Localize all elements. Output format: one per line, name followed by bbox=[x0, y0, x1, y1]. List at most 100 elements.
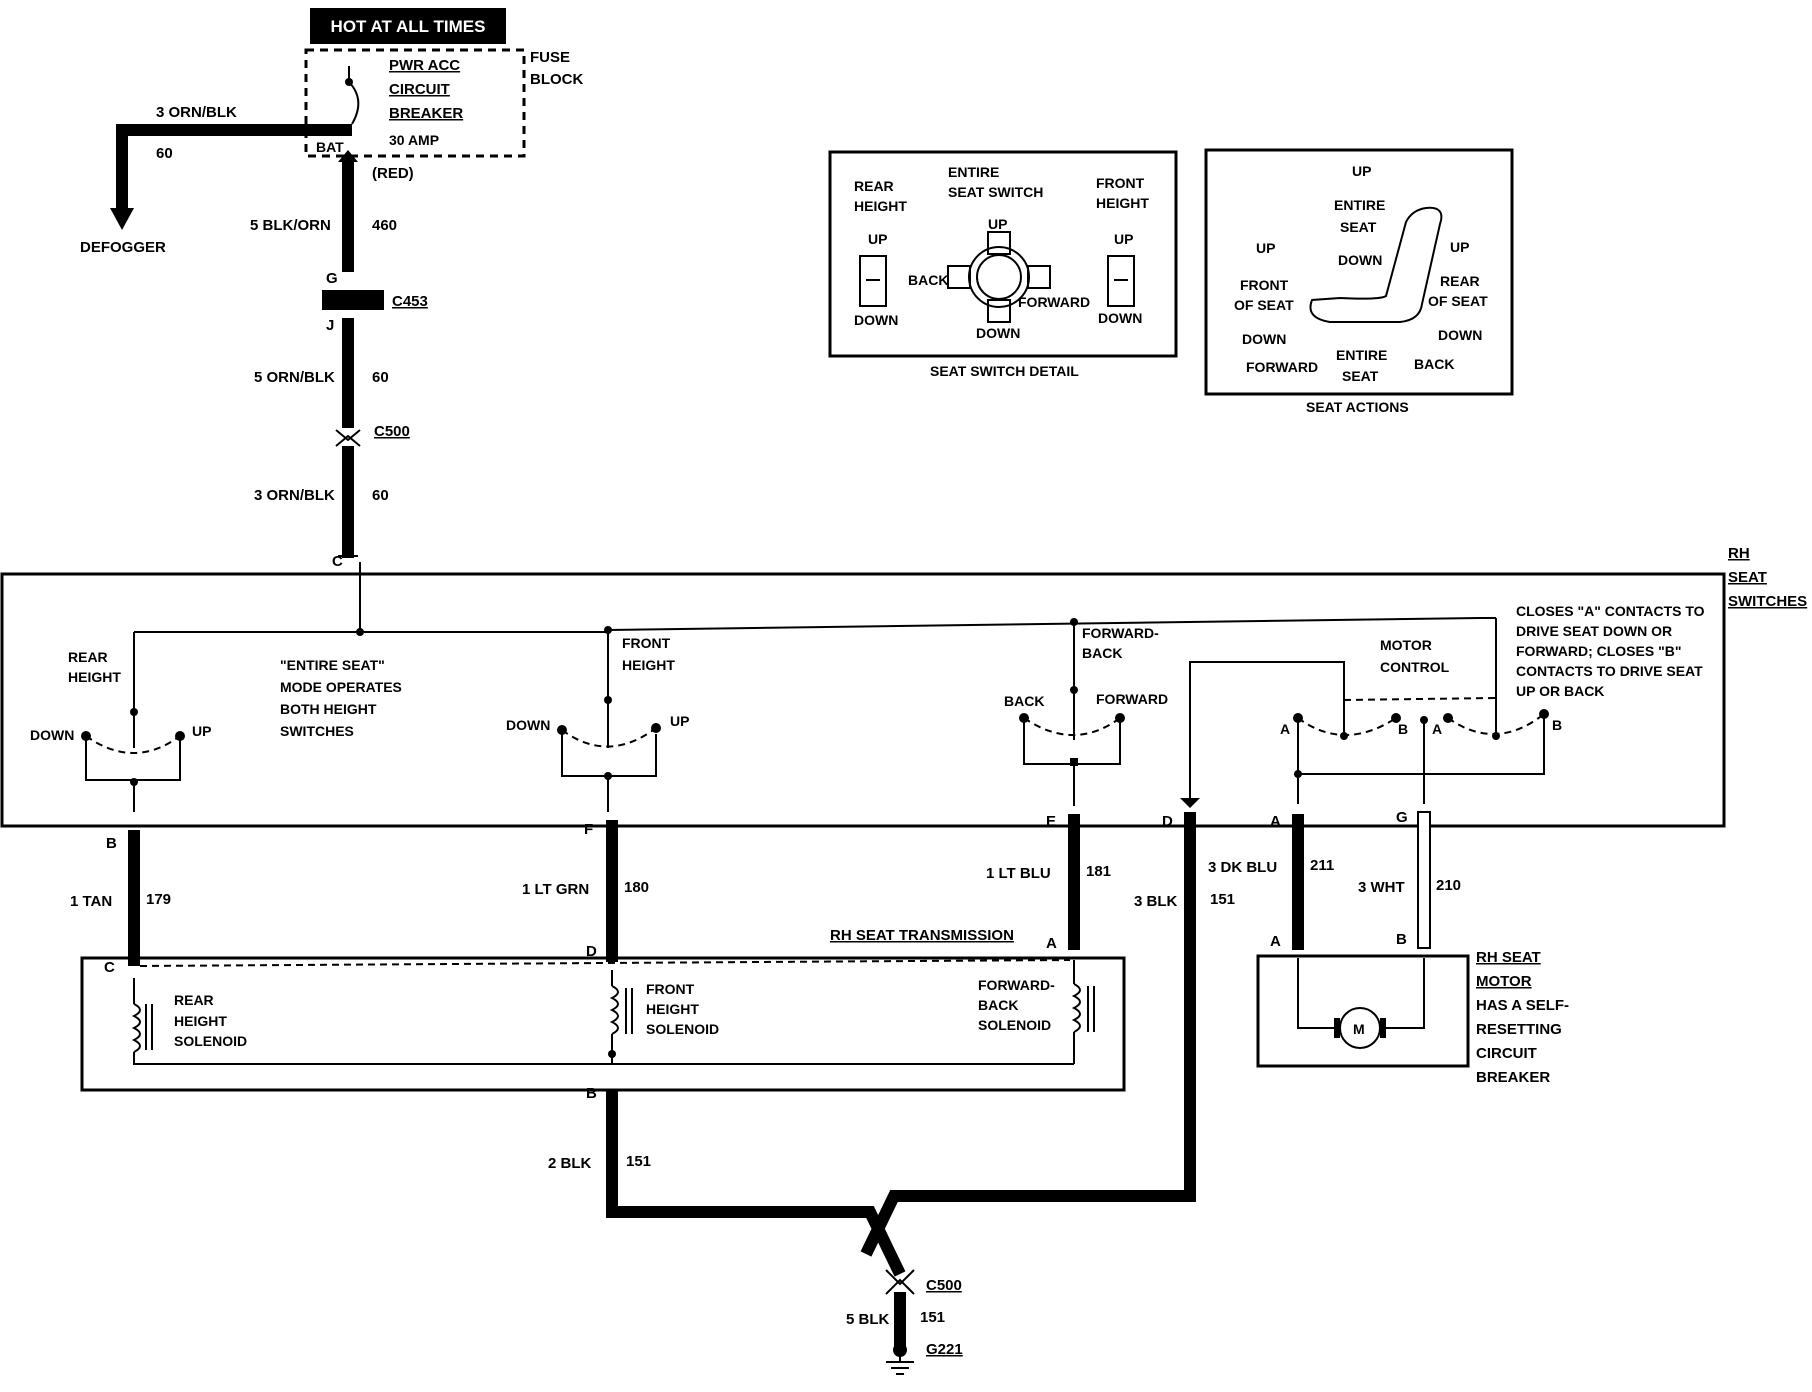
defogger-wire bbox=[116, 124, 352, 208]
rh-seat-transmission: RH SEAT TRANSMISSION C D A REAR HEIGHT S… bbox=[80, 927, 1126, 1102]
closes-note-5: UP OR BACK bbox=[1516, 683, 1604, 699]
wire-dkblu-circuit: 211 bbox=[1310, 857, 1334, 874]
breaker-amp-label: 30 AMP bbox=[389, 132, 439, 148]
c453-connector bbox=[322, 290, 384, 310]
mode-note-4: SWITCHES bbox=[280, 723, 354, 739]
c453-label: C453 bbox=[392, 293, 428, 310]
bat-label: BAT bbox=[316, 139, 344, 155]
breaker-label-2: CIRCUIT bbox=[389, 81, 450, 98]
power-section: HOT AT ALL TIMES FUSE BLOCK PWR ACC CIRC… bbox=[80, 8, 583, 256]
pin-g2-label: G bbox=[1396, 809, 1408, 826]
wire-ltblu-label: 1 LT BLU bbox=[986, 865, 1051, 882]
breaker-element bbox=[348, 81, 360, 125]
detail-rear-down: DOWN bbox=[854, 312, 898, 328]
mode-note-2: MODE OPERATES bbox=[280, 679, 402, 695]
pin-j-label: J bbox=[326, 317, 334, 334]
switches-title-3: SWITCHES bbox=[1728, 593, 1807, 610]
motor-control-label-1: MOTOR bbox=[1380, 637, 1432, 653]
hot-at-all-times-label: HOT AT ALL TIMES bbox=[331, 17, 486, 36]
defogger-arrow bbox=[110, 208, 134, 230]
wire-wht-210 bbox=[1417, 811, 1431, 949]
detail-rear-up: UP bbox=[868, 231, 887, 247]
seat-actions-entire-2: SEAT bbox=[1340, 219, 1377, 235]
front-solenoid-label-1: FRONT bbox=[646, 981, 695, 997]
rear-height-rocker bbox=[859, 255, 887, 307]
mode-note-3: BOTH HEIGHT bbox=[280, 701, 377, 717]
seat-outline-icon bbox=[1309, 206, 1443, 323]
detail-rear-label-2: HEIGHT bbox=[854, 198, 907, 214]
rh-seat-switches: RH SEAT SWITCHES REAR HEIGHT DOWN UP "EN… bbox=[0, 545, 1807, 828]
front-of-seat-down: DOWN bbox=[1242, 331, 1286, 347]
wire-tan-label: 1 TAN bbox=[70, 893, 112, 910]
motor-pin-a: A bbox=[1270, 933, 1281, 950]
motor-note-5: CIRCUIT bbox=[1476, 1045, 1537, 1062]
feed-circuit-1-label: 460 bbox=[372, 217, 397, 234]
front-height-rocker bbox=[1107, 255, 1135, 307]
seat-actions-down: DOWN bbox=[1338, 252, 1382, 268]
switches-title-2: SEAT bbox=[1728, 569, 1767, 586]
fwdback-solenoid-label-3: SOLENOID bbox=[978, 1017, 1051, 1033]
front-height-label-1: FRONT bbox=[622, 635, 671, 651]
ground-wire-1-label: 2 BLK bbox=[548, 1155, 592, 1172]
detail-back: BACK bbox=[908, 272, 948, 288]
feed-wire-2-label: 5 ORN/BLK bbox=[254, 369, 335, 386]
motor-a2-label: A bbox=[1432, 721, 1442, 737]
front-of-seat-up: UP bbox=[1256, 240, 1275, 256]
detail-entire-label-2: SEAT SWITCH bbox=[948, 184, 1043, 200]
front-solenoid-label-3: SOLENOID bbox=[646, 1021, 719, 1037]
transmission-box bbox=[80, 956, 1126, 1092]
closes-note-2: DRIVE SEAT DOWN OR bbox=[1516, 623, 1672, 639]
motor-note-3: HAS A SELF- bbox=[1476, 997, 1569, 1014]
front-solenoid-label-2: HEIGHT bbox=[646, 1001, 699, 1017]
wire-ltgrn-circuit: 180 bbox=[624, 879, 649, 896]
rear-of-seat-down: DOWN bbox=[1438, 327, 1482, 343]
detail-rear-label-1: REAR bbox=[854, 178, 894, 194]
feed-circuit-2-label: 60 bbox=[372, 369, 389, 386]
rear-height-label-2: HEIGHT bbox=[68, 669, 121, 685]
motor-control-label-2: CONTROL bbox=[1380, 659, 1450, 675]
feed-circuit-3-label: 60 bbox=[372, 487, 389, 504]
motor-m-label: M bbox=[1353, 1021, 1365, 1037]
motor-b1-label: B bbox=[1398, 721, 1408, 737]
transmission-title: RH SEAT TRANSMISSION bbox=[830, 927, 1014, 944]
rear-of-seat-label-1: REAR bbox=[1440, 273, 1480, 289]
rh-seat-motor: A B M RH SEAT MOTOR HAS A SELF- RESETTIN… bbox=[1256, 931, 1569, 1086]
seat-actions: UP ENTIRE SEAT DOWN UP FRONT OF SEAT DOW… bbox=[1204, 148, 1514, 415]
rear-solenoid-label-1: REAR bbox=[174, 992, 214, 1008]
motor-note-2: MOTOR bbox=[1476, 973, 1532, 990]
ground-wire-2-label: 5 BLK bbox=[846, 1311, 890, 1328]
feed-wire-section: 5 BLK/ORN 460 G C453 J 5 ORN/BLK 60 C500… bbox=[250, 150, 428, 570]
hot-at-all-times-banner bbox=[310, 8, 506, 44]
wire-tan-circuit: 179 bbox=[146, 891, 171, 908]
ground-section: 2 BLK 151 C500 5 BLK 151 G221 bbox=[548, 1090, 963, 1375]
seat-actions-forward: FORWARD bbox=[1246, 359, 1318, 375]
g221-label: G221 bbox=[926, 1341, 963, 1358]
motor-note-4: RESETTING bbox=[1476, 1021, 1562, 1038]
breaker-label-3: BREAKER bbox=[389, 105, 463, 122]
fwd-back-solenoid-coil bbox=[1071, 983, 1081, 1033]
rear-solenoid-label-3: SOLENOID bbox=[174, 1033, 247, 1049]
rear-of-seat-up: UP bbox=[1450, 239, 1469, 255]
detail-front-down: DOWN bbox=[1098, 310, 1142, 326]
motor-box bbox=[1256, 954, 1470, 1068]
seat-switch-detail: REAR HEIGHT ENTIRE SEAT SWITCH FRONT HEI… bbox=[828, 150, 1178, 379]
c500-bottom-label: C500 bbox=[926, 1277, 962, 1294]
wire-blk-151-b bbox=[606, 1090, 906, 1277]
seat-actions-entire-h-1: ENTIRE bbox=[1336, 347, 1387, 363]
pin-d-label: D bbox=[1162, 813, 1173, 830]
entire-seat-switch bbox=[968, 246, 1030, 308]
fwdback-solenoid-label-2: BACK bbox=[978, 997, 1018, 1013]
fwdback-solenoid-label-1: FORWARD- bbox=[978, 977, 1055, 993]
seat-actions-entire-1: ENTIRE bbox=[1334, 197, 1385, 213]
seat-actions-up: UP bbox=[1352, 163, 1371, 179]
trans-pin-d: D bbox=[586, 943, 597, 960]
mode-note-1: "ENTIRE SEAT" bbox=[280, 657, 385, 673]
trans-pin-a: A bbox=[1046, 935, 1057, 952]
ground-circuit-2-label: 151 bbox=[920, 1309, 945, 1326]
fwd-back-label-2: BACK bbox=[1082, 645, 1122, 661]
defogger-label: DEFOGGER bbox=[80, 239, 166, 256]
seat-switch-detail-box bbox=[828, 150, 1178, 358]
motor-pin-b: B bbox=[1396, 931, 1407, 948]
output-wires: B 1 TAN 179 F 1 LT GRN 180 E 1 LT BLU 18… bbox=[70, 798, 1461, 1257]
